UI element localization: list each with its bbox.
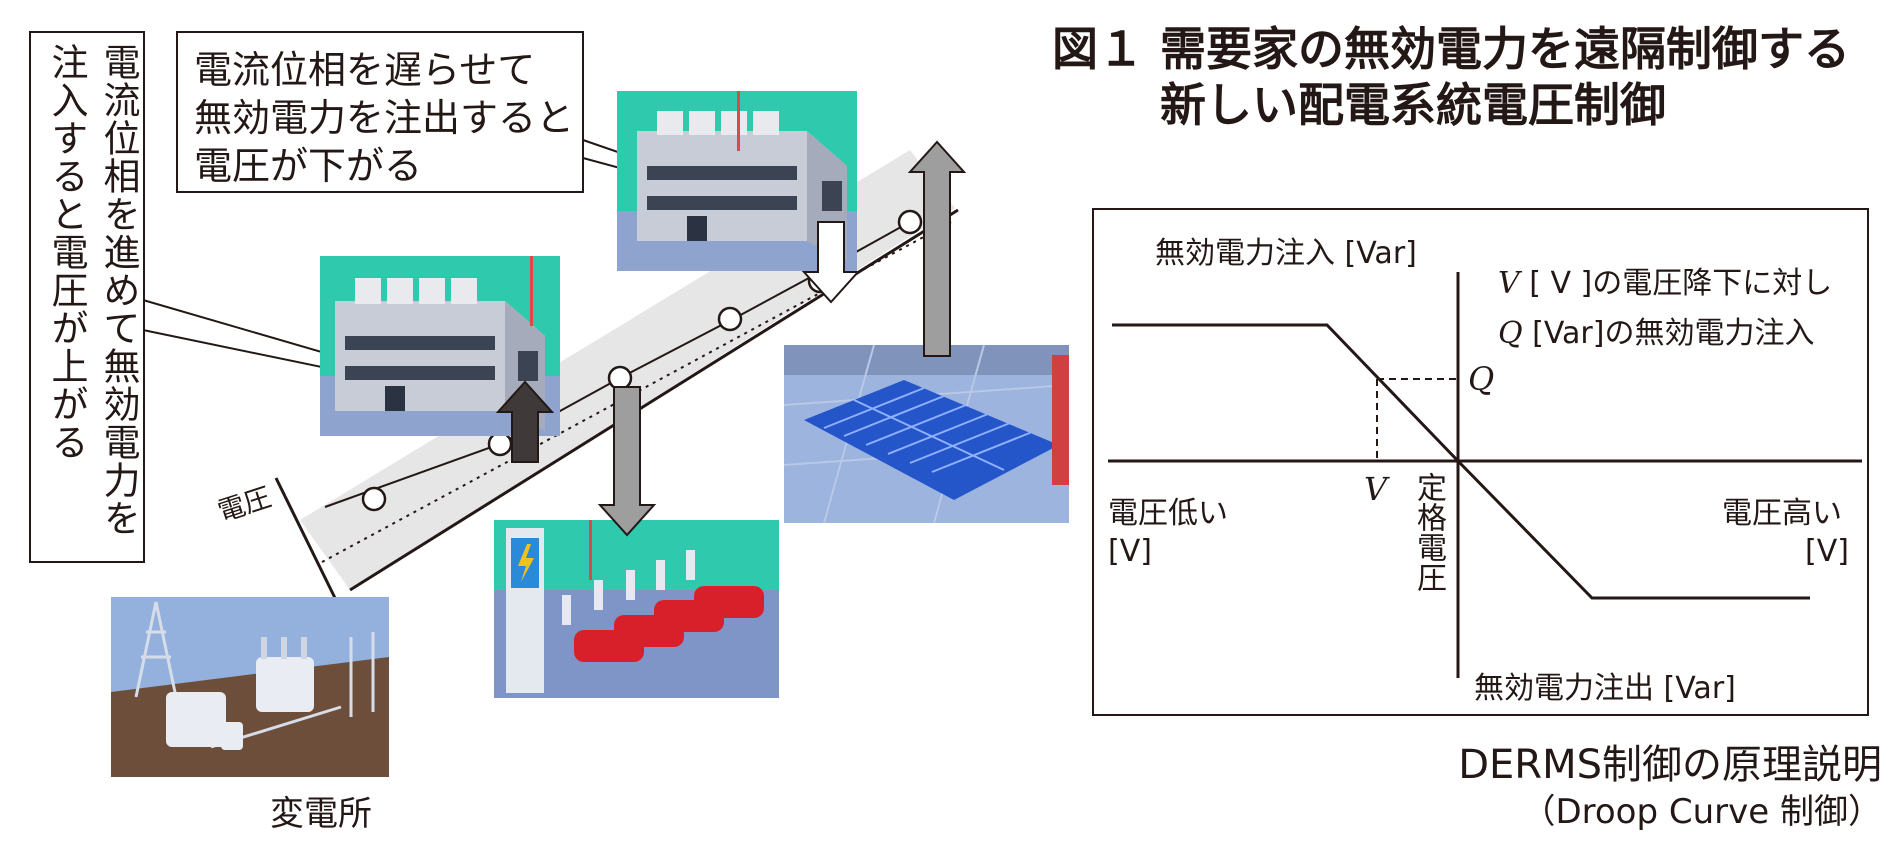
y-bottom-label: 無効電力注出 [Var] — [1474, 671, 1736, 706]
factory-image-top — [617, 91, 857, 271]
voltage-axis — [274, 477, 337, 599]
note-line1-text: [ V ]の電圧降下に対し — [1519, 266, 1833, 301]
node-circle — [807, 268, 833, 294]
callout-lag: 電流位相を遅らせて 無効電力を注出すると 電圧が下がる — [176, 31, 584, 193]
figure-title-line2: 新しい配電系統電圧制御 — [1160, 78, 1666, 132]
callout-lead: 電流位相を進めて無効電力を 注入すると電圧が上がる — [29, 31, 145, 563]
callout-lag-line: 電圧が下がる — [194, 144, 423, 188]
y-top-label: 無効電力注入 [Var] — [1155, 236, 1417, 271]
caption-line2: （Droop Curve 制御） — [1521, 792, 1882, 832]
callout-lead-column: 注入すると電圧が上がる — [45, 43, 88, 461]
chart-note-line1: V [ V ]の電圧降下に対し — [1498, 258, 1832, 302]
callout-lag-line: 無効電力を注出すると — [194, 96, 575, 140]
factory-image-middle — [320, 256, 560, 436]
node-circle — [607, 365, 633, 391]
droop-curve-chart — [1092, 208, 1869, 716]
node-circle — [717, 306, 743, 332]
caption-line1: DERMS制御の原理説明 — [1458, 742, 1882, 788]
solar-panel-image — [784, 345, 1069, 523]
x-left-unit: [V] — [1108, 534, 1152, 569]
node-circle — [487, 431, 513, 457]
droop-curve-plot — [1108, 272, 1862, 678]
callout-lead-column: 電流位相を進めて無効電力を — [97, 43, 140, 537]
node-circle — [361, 486, 387, 512]
substation-label: 変電所 — [270, 794, 372, 834]
figure-title-line1: 図１ 需要家の無効電力を遠隔制御する — [1052, 22, 1851, 76]
x-right-unit: [V] — [1805, 534, 1849, 569]
q-marker: Q — [1468, 360, 1495, 398]
note-q-symbol: Q — [1498, 316, 1523, 351]
note-line2-text: [Var]の無効電力注入 — [1522, 316, 1815, 351]
x-right-label: 電圧高い — [1722, 496, 1842, 531]
x-left-label: 電圧低い — [1108, 496, 1228, 531]
droop-curve — [1112, 323, 1810, 600]
v-marker: V — [1364, 470, 1388, 508]
note-v-symbol: V — [1498, 266, 1520, 301]
substation-image — [111, 597, 389, 777]
node-circle — [897, 209, 923, 235]
ev-charging-image — [494, 520, 779, 698]
callout-lag-line: 電流位相を遅らせて — [194, 48, 536, 92]
chart-note-line2: Q [Var]の無効電力注入 — [1498, 308, 1814, 352]
rated-voltage-label: 定格電圧 — [1411, 472, 1446, 592]
